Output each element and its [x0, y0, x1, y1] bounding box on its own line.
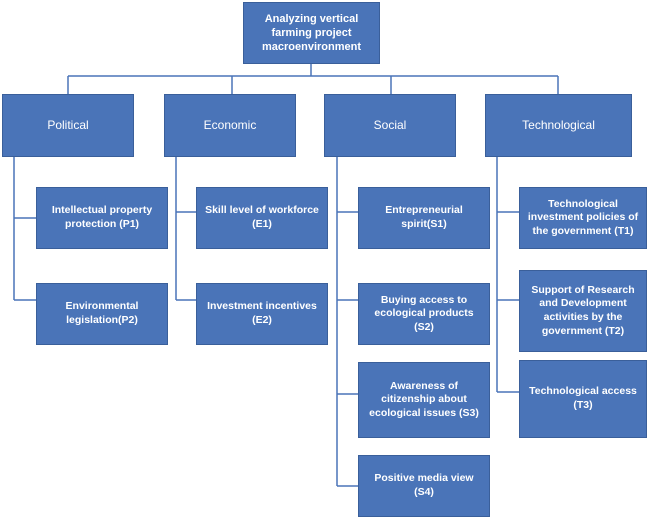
item-e2: Investment incentives (E2)	[196, 283, 328, 345]
category-social: Social	[324, 94, 456, 157]
item-t2: Support of Research and Development acti…	[519, 270, 647, 352]
item-p2: Environmental legislation(P2)	[36, 283, 168, 345]
item-t3: Technological access (T3)	[519, 360, 647, 438]
item-t1: Technological investment policies of the…	[519, 187, 647, 249]
item-e1: Skill level of workforce (E1)	[196, 187, 328, 249]
category-technological: Technological	[485, 94, 632, 157]
root-node: Analyzing vertical farming project macro…	[243, 2, 380, 64]
item-s2: Buying access to ecological products (S2…	[358, 283, 490, 345]
category-economic: Economic	[164, 94, 296, 157]
item-s3: Awareness of citizenship about ecologica…	[358, 362, 490, 438]
item-p1: Intellectual property protection (P1)	[36, 187, 168, 249]
category-political: Political	[2, 94, 134, 157]
item-s1: Entrepreneurial spirit(S1)	[358, 187, 490, 249]
item-s4: Positive media view (S4)	[358, 455, 490, 517]
